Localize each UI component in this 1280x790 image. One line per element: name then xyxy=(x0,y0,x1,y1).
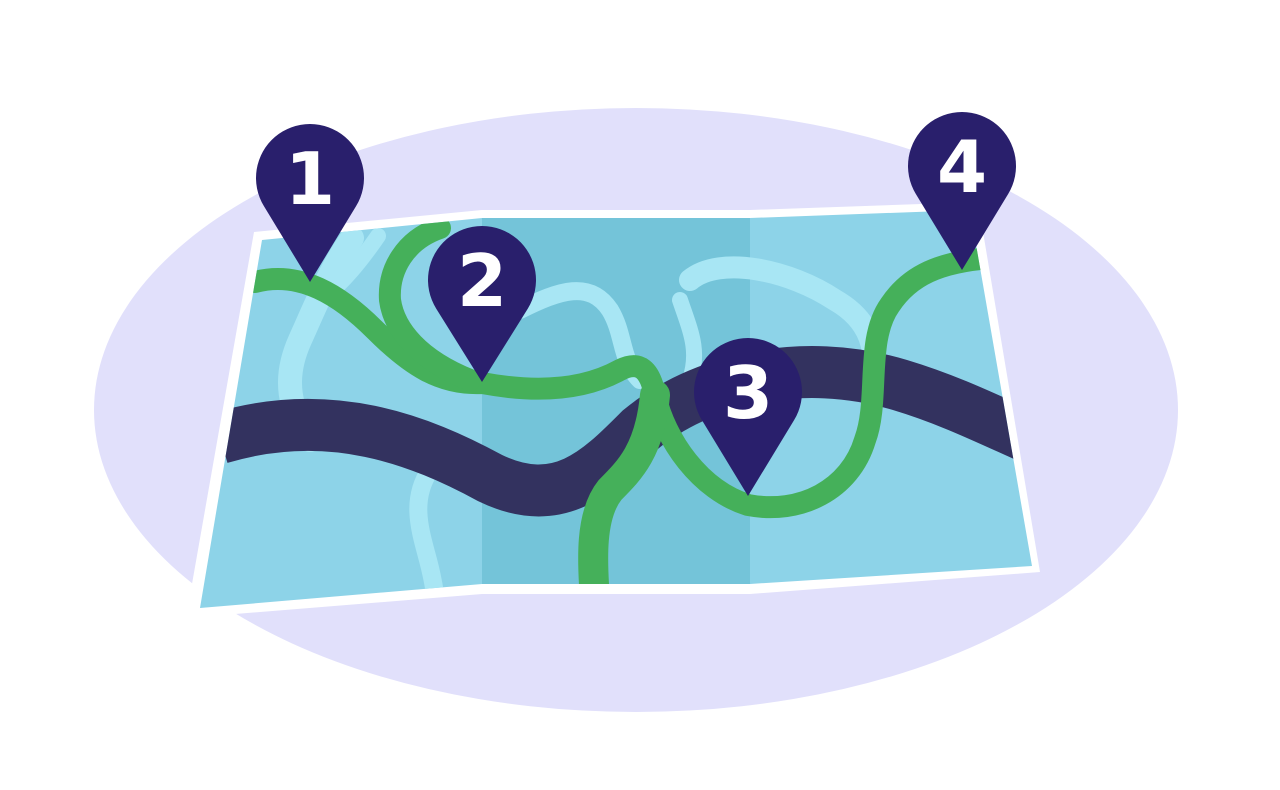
pin-number-3: 3 xyxy=(723,351,773,435)
pin-number-2: 2 xyxy=(457,239,507,323)
route-pins: 1 2 3 4 xyxy=(255,112,1017,496)
map-marker-icon: 4 xyxy=(907,112,1017,270)
route-roads xyxy=(244,217,1001,608)
map-marker-icon: 2 xyxy=(428,225,537,382)
pin-number-4: 4 xyxy=(937,125,987,209)
map-marker-shape xyxy=(255,124,364,283)
map-marker-icon: 3 xyxy=(693,338,802,496)
map-marker-shape xyxy=(693,338,802,496)
map-marker-shape xyxy=(428,225,537,382)
pin-number-1: 1 xyxy=(285,137,335,221)
map-marker-icon: 1 xyxy=(255,124,364,283)
map-marker-shape xyxy=(907,112,1017,270)
